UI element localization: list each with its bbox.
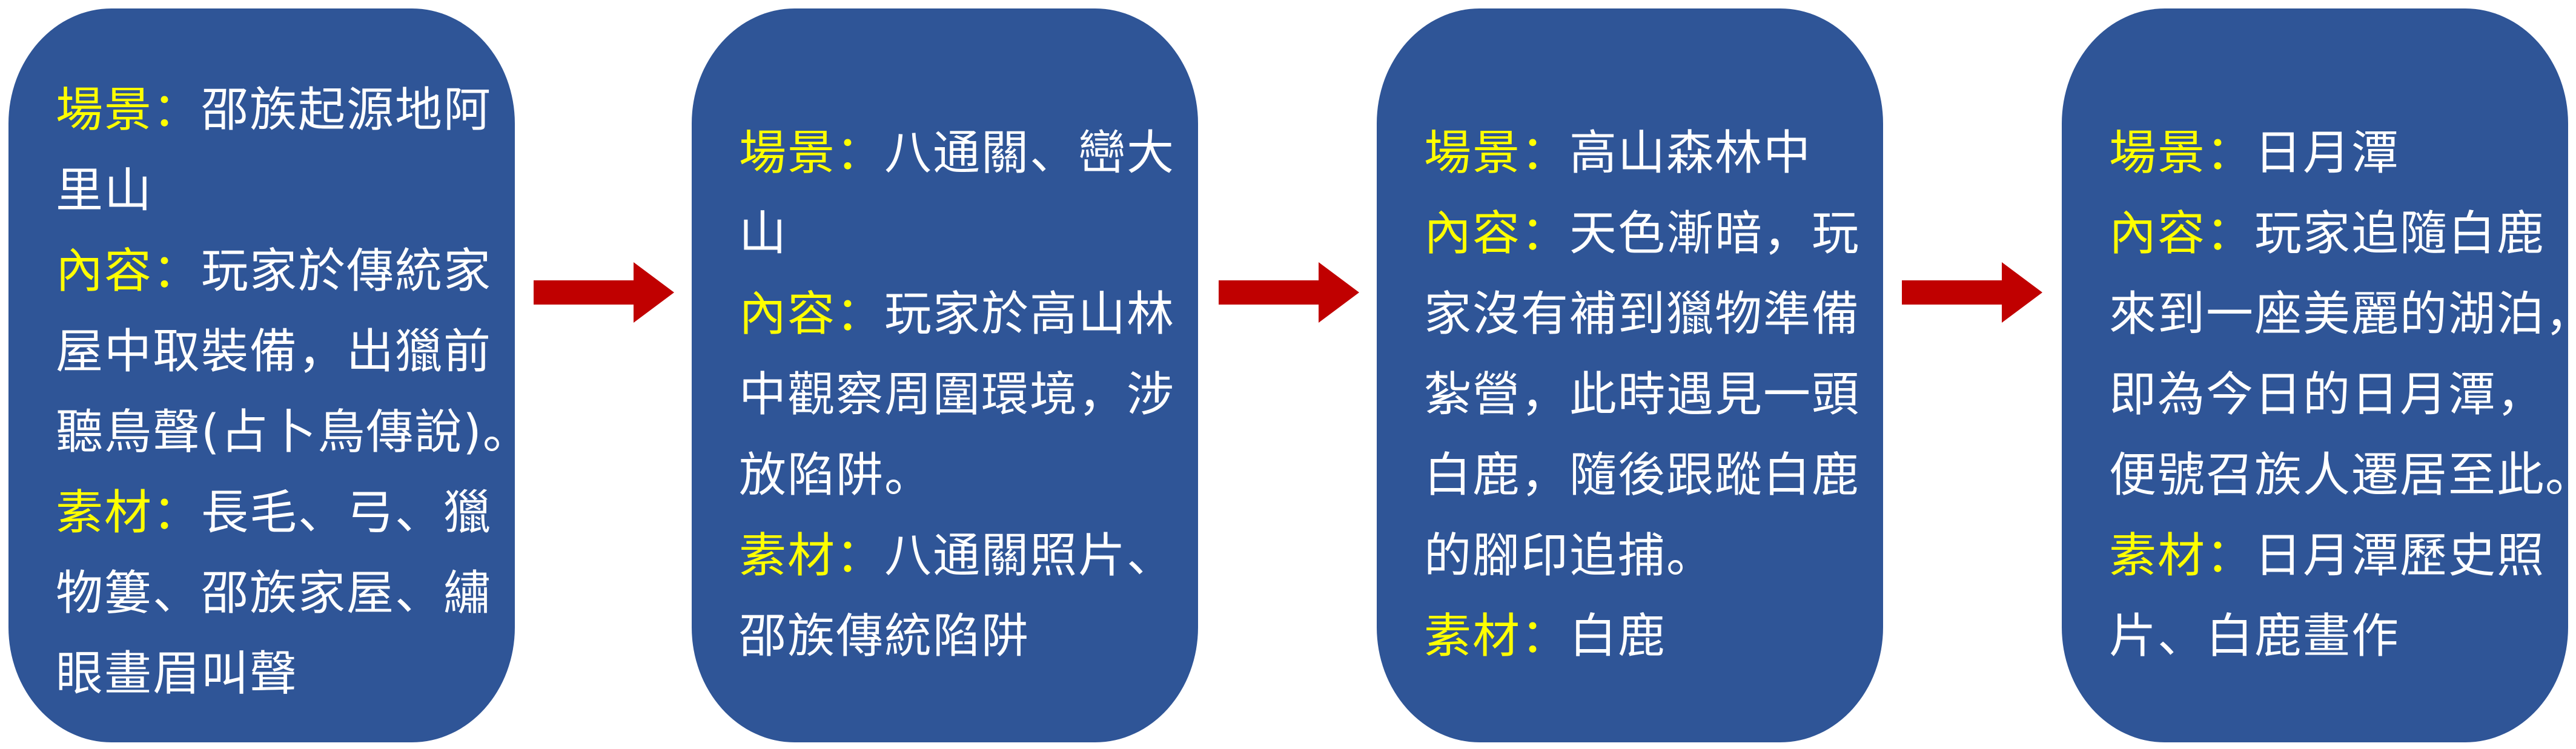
card-text-line: 內容：玩家於高山林: [739, 274, 1198, 355]
section-text: 物簍、邵族家屋、繡: [56, 566, 492, 621]
section-label: 內容：: [1424, 206, 1570, 261]
section-text: 八通關、巒大: [884, 126, 1176, 180]
section-text: 玩家追隨白鹿: [2254, 206, 2546, 261]
step-card-4: 場景：日月潭內容：玩家追隨白鹿來到一座美麗的湖泊，即為今日的日月潭，便號召族人遷…: [2062, 8, 2576, 742]
card-text-line: 中觀察周圍環境，涉: [739, 355, 1198, 435]
section-text: 高山森林中: [1569, 126, 1812, 180]
card-text-line: 放陷阱。: [739, 435, 1198, 516]
section-text: 放陷阱。: [739, 448, 933, 503]
arrow-right-icon: [1902, 262, 2042, 323]
section-text: 日月潭: [2254, 126, 2400, 180]
section-label: 素材：: [739, 529, 885, 583]
section-text: 即為今日的日月潭，: [2109, 368, 2546, 422]
section-text: 八通關照片、: [884, 529, 1176, 583]
section-text: 玩家於傳統家: [201, 244, 492, 299]
card-text-line: 內容：玩家追隨白鹿: [2109, 194, 2568, 274]
section-label: 素材：: [2109, 529, 2255, 583]
section-text: 中觀察周圍環境，涉: [739, 368, 1176, 422]
card-text-line: 來到一座美麗的湖泊，: [2109, 274, 2576, 355]
section-label: 內容：: [2109, 206, 2255, 261]
arrow-right-icon: [534, 262, 674, 323]
card-text-line: 內容：玩家於傳統家: [56, 231, 515, 312]
section-label: 場景：: [2109, 126, 2255, 180]
card-text-line: 家沒有補到獵物準備: [1424, 274, 1883, 355]
card-text-line: 素材：白鹿: [1424, 596, 1883, 677]
card-text-line: 即為今日的日月潭，: [2109, 355, 2568, 435]
section-text: 白鹿，隨後跟蹤白鹿: [1424, 448, 1861, 503]
card-text-line: 邵族傳統陷阱: [739, 596, 1198, 677]
card-text-line: 的腳印追捕。: [1424, 516, 1883, 596]
card-text-line: 片、白鹿畫作: [2109, 596, 2568, 677]
section-text: 聽鳥聲(占卜鳥傳說)。: [56, 405, 531, 460]
section-label: 素材：: [56, 486, 202, 540]
card-text-line: 白鹿，隨後跟蹤白鹿: [1424, 435, 1883, 516]
card-text-line: 山: [739, 194, 1198, 274]
card-text-line: 屋中取裝備，出獵前: [56, 312, 515, 392]
section-text: 山: [739, 206, 788, 261]
card-text-line: 內容：天色漸暗，玩: [1424, 194, 1883, 274]
card-text-line: 素材：日月潭歷史照: [2109, 516, 2568, 596]
arrow-right-icon: [1219, 262, 1359, 323]
section-text: 來到一座美麗的湖泊，: [2109, 287, 2576, 342]
card-text-line: 素材：八通關照片、: [739, 516, 1198, 596]
card-text-line: 場景：日月潭: [2109, 113, 2568, 194]
section-text: 玩家於高山林: [884, 287, 1176, 342]
card-text-line: 場景：八通關、巒大: [739, 113, 1198, 194]
step-card-2: 場景：八通關、巒大山內容：玩家於高山林中觀察周圍環境，涉放陷阱。素材：八通關照片…: [692, 8, 1198, 742]
section-label: 場景：: [56, 83, 202, 137]
section-text: 的腳印追捕。: [1424, 529, 1715, 583]
card-text-line: 場景：高山森林中: [1424, 113, 1883, 194]
section-label: 內容：: [739, 287, 885, 342]
card-text-line: 聽鳥聲(占卜鳥傳說)。: [56, 392, 530, 473]
card-text-line: 素材：長毛、弓、獵: [56, 473, 515, 553]
section-text: 紮營，此時遇見一頭: [1424, 368, 1861, 422]
section-text: 眼畫眉叫聲: [56, 647, 299, 701]
step-card-3: 場景：高山森林中內容：天色漸暗，玩家沒有補到獵物準備紮營，此時遇見一頭白鹿，隨後…: [1377, 8, 1883, 742]
section-text: 白鹿: [1569, 609, 1667, 664]
section-label: 場景：: [1424, 126, 1570, 180]
section-label: 場景：: [739, 126, 885, 180]
card-text-line: 里山: [56, 151, 515, 231]
section-text: 邵族傳統陷阱: [739, 609, 1030, 664]
section-text: 便號召族人遷居至此。: [2109, 448, 2576, 503]
section-text: 屋中取裝備，出獵前: [56, 325, 492, 379]
card-text-line: 紮營，此時遇見一頭: [1424, 355, 1883, 435]
section-text: 天色漸暗，玩: [1569, 206, 1861, 261]
card-text-line: 物簍、邵族家屋、繡: [56, 553, 515, 634]
section-label: 內容：: [56, 244, 202, 299]
card-text-line: 場景：邵族起源地阿: [56, 70, 515, 151]
section-text: 邵族起源地阿: [201, 83, 492, 137]
section-text: 日月潭歷史照: [2254, 529, 2546, 583]
section-text: 里山: [56, 163, 153, 218]
card-text-line: 便號召族人遷居至此。: [2109, 435, 2576, 516]
section-text: 長毛、弓、獵: [201, 486, 492, 540]
step-card-1: 場景：邵族起源地阿里山內容：玩家於傳統家屋中取裝備，出獵前聽鳥聲(占卜鳥傳說)。…: [8, 8, 530, 742]
section-text: 片、白鹿畫作: [2109, 609, 2400, 664]
section-label: 素材：: [1424, 609, 1570, 664]
card-text-line: 眼畫眉叫聲: [56, 634, 515, 714]
section-text: 家沒有補到獵物準備: [1424, 287, 1861, 342]
